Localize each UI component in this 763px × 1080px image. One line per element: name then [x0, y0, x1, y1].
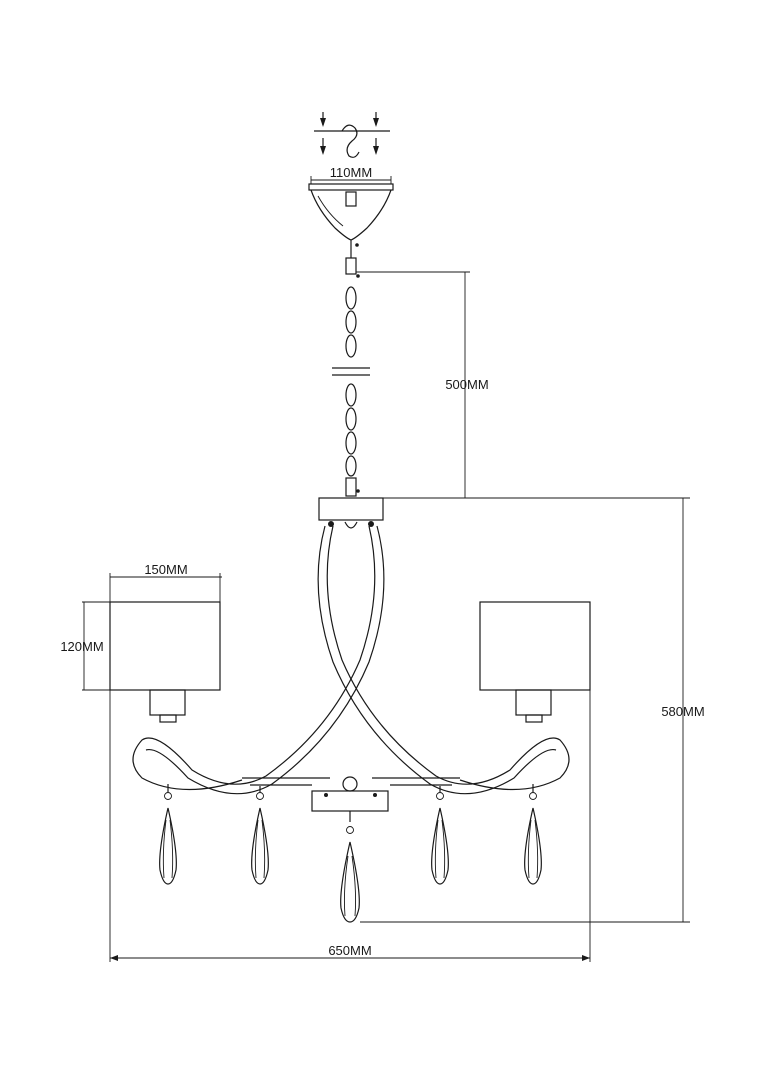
- total-height-label: 580MM: [661, 704, 704, 719]
- crystal-drops: [159, 784, 542, 923]
- crystal-drop: [340, 826, 360, 923]
- ceiling-canopy: [308, 183, 394, 258]
- right-lamp-shade: [479, 601, 591, 691]
- mounting-hardware: [314, 112, 390, 158]
- crystal-drop: [524, 784, 542, 885]
- canopy-width-label: 110MM: [330, 165, 372, 180]
- total-height-dimension: 580MM: [360, 497, 705, 923]
- chain-length-label: 500MM: [445, 377, 488, 392]
- top-hub: [318, 497, 384, 529]
- right-lamp: [479, 601, 591, 723]
- canopy-width-dimension: 110MM: [310, 165, 392, 184]
- shade-height-dimension: 120MM: [60, 601, 110, 691]
- shade-width-dimension: 150MM: [109, 562, 222, 602]
- chain-length-dimension: 500MM: [356, 271, 489, 498]
- crystal-drop: [251, 786, 269, 885]
- shade-height-label: 120MM: [60, 639, 103, 654]
- lower-hub: [311, 776, 389, 822]
- chain: [332, 257, 370, 497]
- arms: [132, 525, 570, 795]
- screw-icon: [320, 112, 379, 155]
- left-lamp-holder: [149, 689, 186, 716]
- shade-width-label: 150MM: [144, 562, 187, 577]
- crystal-drop: [159, 784, 177, 885]
- total-width-dimension: 650MM: [109, 690, 591, 962]
- ceiling-hook-icon: [341, 124, 360, 158]
- total-width-label: 650MM: [328, 943, 371, 958]
- left-lamp: [109, 601, 221, 723]
- right-lamp-holder: [515, 689, 552, 716]
- left-lamp-shade: [109, 601, 221, 691]
- crystal-drop: [431, 786, 449, 885]
